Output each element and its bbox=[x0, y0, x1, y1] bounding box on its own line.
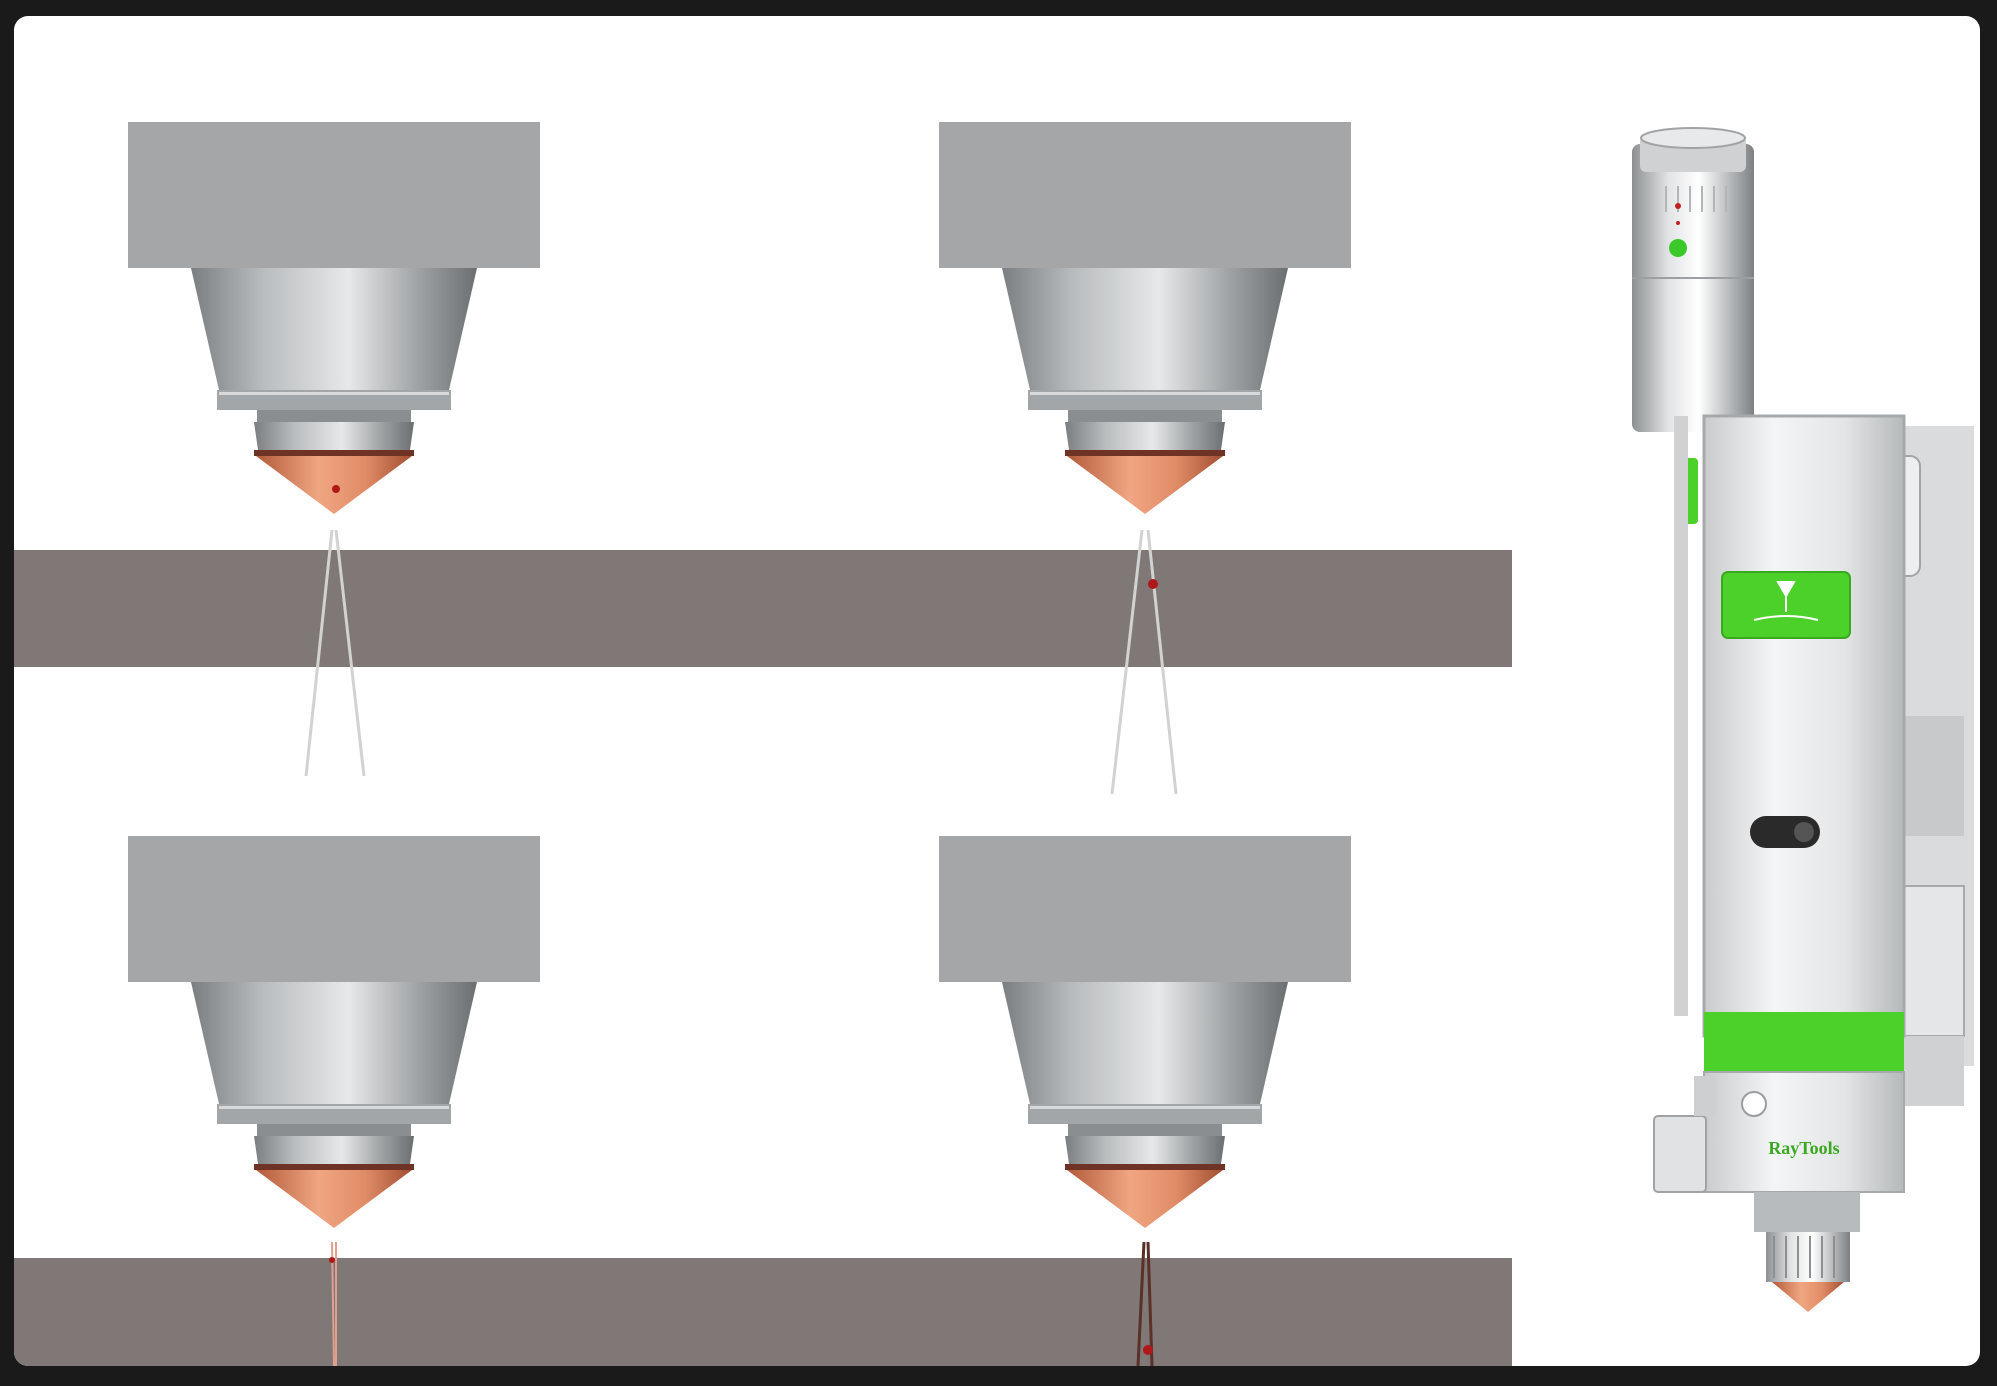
green-indicator-icon bbox=[1669, 239, 1687, 257]
focus-point-bottom-left bbox=[329, 1257, 335, 1263]
nozzle-bottom-left bbox=[128, 836, 540, 1228]
laser-focus-illustration: RayTools bbox=[14, 122, 1974, 1366]
brand-label: RayTools bbox=[1768, 1138, 1839, 1158]
focus-point-bottom-right bbox=[1143, 1345, 1153, 1355]
laser-beam-top-left bbox=[304, 529, 366, 777]
focus-point-top-left bbox=[332, 485, 340, 493]
status-led-icon bbox=[1675, 203, 1681, 209]
nozzle-top-left bbox=[128, 122, 540, 514]
cutting-head: RayTools bbox=[1632, 127, 1974, 1312]
nozzle-top-right bbox=[939, 122, 1351, 514]
focus-point-top-right bbox=[1148, 579, 1158, 589]
illustration-frame: RayTools bbox=[14, 16, 1980, 1366]
nozzle-bottom-right bbox=[939, 836, 1351, 1228]
workpiece-plate-top bbox=[14, 550, 1512, 667]
workpiece-plate-bottom bbox=[14, 1258, 1512, 1366]
laser-emblem-icon bbox=[1753, 581, 1819, 621]
laser-beam-top-right bbox=[1110, 529, 1178, 795]
laser-beam-bottom-right bbox=[1136, 1241, 1154, 1366]
